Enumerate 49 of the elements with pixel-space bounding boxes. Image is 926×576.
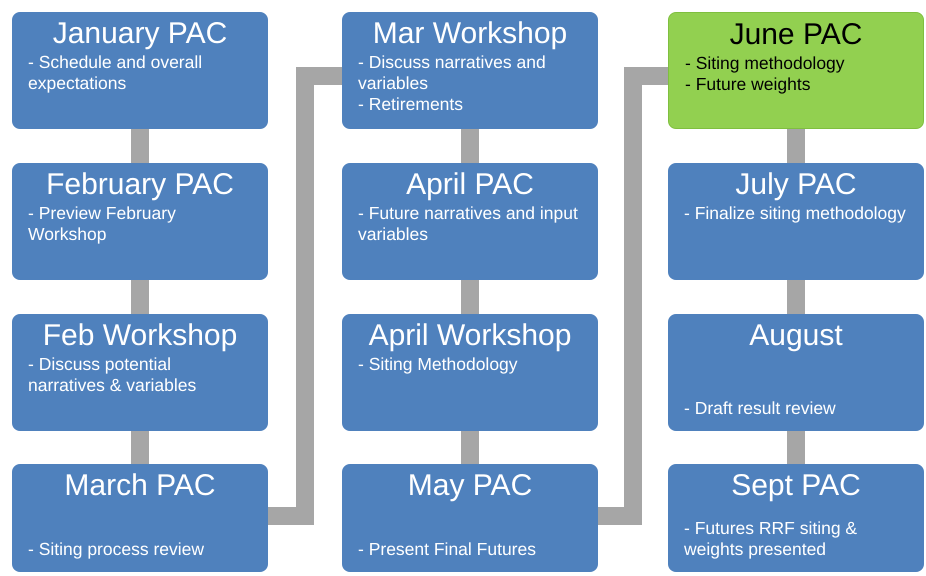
bullet-text: - Finalize siting methodology: [684, 203, 907, 224]
bullet-text: - Siting process review: [28, 539, 206, 560]
bullet-text: - Future weights: [685, 74, 812, 95]
milestone-box: [12, 314, 268, 431]
milestone-box: [342, 163, 598, 280]
milestone-box: [12, 464, 268, 572]
bullet-text: - Draft result review: [684, 398, 837, 419]
connector: [598, 67, 668, 525]
milestone-title: March PAC: [63, 468, 217, 504]
connector: [131, 129, 149, 163]
bullet-text: - Present Final Futures: [358, 539, 537, 560]
connector: [461, 129, 479, 163]
milestone-box: [668, 314, 924, 431]
connector: [461, 431, 479, 464]
milestone-title: February PAC: [45, 167, 235, 203]
connector: [461, 280, 479, 314]
connector: [131, 431, 149, 464]
bullet-text: - Future narratives and input variables: [358, 203, 579, 245]
milestone-title: Mar Workshop: [372, 16, 568, 52]
milestone-title: August: [748, 318, 844, 354]
milestone-title: May PAC: [406, 468, 534, 504]
milestone-title: April Workshop: [368, 318, 572, 354]
milestone-box: [668, 464, 924, 572]
milestone-box: [342, 314, 598, 431]
milestone-title: Feb Workshop: [42, 318, 238, 354]
milestone-title: July PAC: [734, 167, 858, 203]
connector: [787, 129, 805, 163]
milestone-title: Sept PAC: [730, 468, 862, 504]
bullet-text: - Futures RRF siting & weights presented: [684, 518, 858, 560]
bullet-text: - Retirements: [358, 94, 464, 115]
milestone-box: [668, 12, 924, 129]
connector: [131, 280, 149, 314]
milestone-box: [12, 163, 268, 280]
bullet-text: - Siting methodology: [685, 53, 846, 74]
milestone-box: [668, 163, 924, 280]
bullet-text: - Siting Methodology: [358, 354, 519, 375]
bullet-text: - Preview February Workshop: [28, 203, 177, 245]
connector: [787, 280, 805, 314]
bullet-text: - Discuss narratives and variables: [358, 52, 547, 94]
bullet-text: - Discuss potential narratives & variables: [28, 354, 198, 396]
milestone-box: [342, 464, 598, 572]
connector: [268, 67, 342, 525]
milestone-title: April PAC: [405, 167, 535, 203]
milestone-title: June PAC: [728, 17, 864, 53]
bullet-text: - Schedule and overall expectations: [28, 52, 204, 94]
connector: [787, 431, 805, 464]
milestone-title: January PAC: [52, 16, 228, 52]
milestone-box: [12, 12, 268, 129]
milestone-box: [342, 12, 598, 129]
